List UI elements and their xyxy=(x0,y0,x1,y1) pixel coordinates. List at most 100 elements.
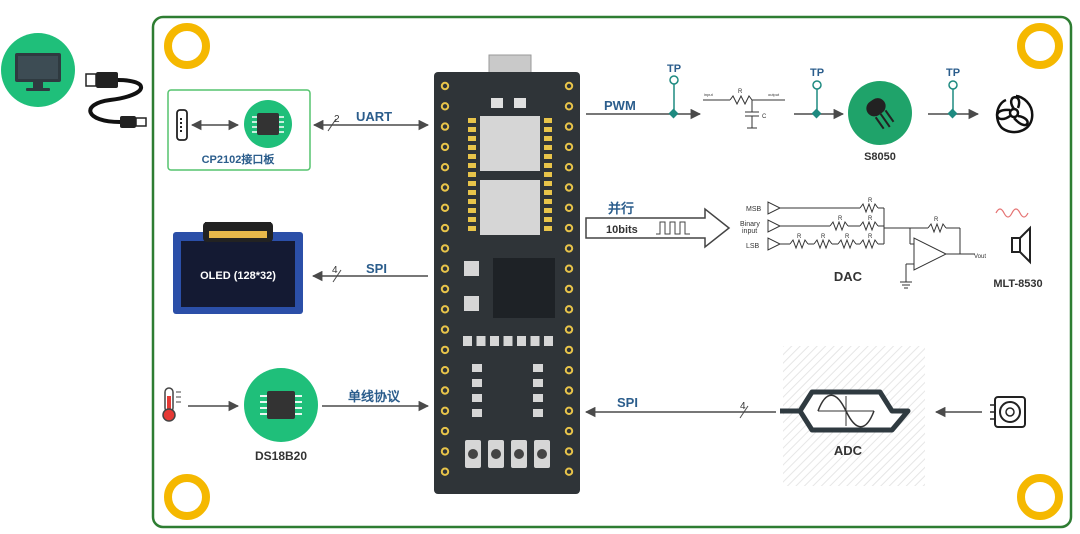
rc-in-label: input xyxy=(704,92,714,97)
tp1-label: TP xyxy=(667,63,681,75)
cp2102-label: CP2102接口板 xyxy=(202,152,276,166)
dac-schematic xyxy=(767,201,975,289)
dac-r-label-2: R xyxy=(838,216,843,222)
header-pin xyxy=(440,406,450,415)
header-pin xyxy=(440,223,450,233)
header-pin xyxy=(440,122,450,131)
uart-width-label: 2 xyxy=(334,114,340,125)
uart-label: UART xyxy=(356,109,392,124)
dac-lsb-label: LSB xyxy=(746,243,760,250)
mcu-board xyxy=(434,54,580,494)
rc-filter xyxy=(703,94,785,129)
ds18b20-label: DS18B20 xyxy=(255,449,307,463)
mounting-hole-tl xyxy=(164,23,210,69)
header-pin xyxy=(564,223,574,233)
onewire-label: 单线协议 xyxy=(348,389,401,404)
dac-label: DAC xyxy=(834,269,863,284)
header-pin xyxy=(440,183,450,192)
header-pin xyxy=(440,426,450,436)
chip-icon xyxy=(244,100,292,148)
board-frame xyxy=(151,15,1073,529)
header-pin xyxy=(564,81,574,91)
header-pin xyxy=(440,386,450,395)
mounting-hole-tr xyxy=(1017,23,1063,69)
parallel-bus-arrow xyxy=(585,207,731,249)
cp2102-board xyxy=(167,89,311,171)
header-pin xyxy=(564,467,574,476)
test-point-2 xyxy=(811,80,822,119)
tp2-label: TP xyxy=(810,67,824,79)
header-pin xyxy=(440,203,450,213)
header-pin xyxy=(564,122,574,131)
header-pin xyxy=(564,183,574,192)
adc-block xyxy=(780,389,911,433)
header-pin xyxy=(564,447,574,456)
ds18b20-chip-icon xyxy=(244,368,318,442)
mounting-hole-bl xyxy=(164,474,210,520)
header-pin xyxy=(564,426,574,436)
header-pin xyxy=(564,264,574,273)
sine-wave-icon xyxy=(817,394,875,428)
header-pin xyxy=(564,142,574,152)
header-pin xyxy=(564,163,574,172)
header-pin xyxy=(564,325,574,334)
dac-r-label-3: R xyxy=(868,216,873,222)
transistor-icon xyxy=(848,81,912,145)
speaker-icon xyxy=(995,208,1031,265)
dac-r-label-1: R xyxy=(868,198,873,204)
adc-label: ADC xyxy=(834,443,863,458)
header-pin xyxy=(564,406,574,415)
rc-r-label: R xyxy=(738,89,743,95)
oled-label: OLED (128*32) xyxy=(200,270,276,282)
tp3-label: TP xyxy=(946,67,960,79)
header-pin xyxy=(440,447,450,456)
header-pin xyxy=(564,284,574,294)
header-pin xyxy=(440,142,450,152)
header-pin xyxy=(440,163,450,172)
header-pin xyxy=(440,81,450,91)
dac-input-label: input xyxy=(742,228,757,235)
header-pin xyxy=(440,244,450,253)
test-point-3 xyxy=(947,80,958,119)
pwm-label: PWM xyxy=(604,98,636,113)
dac-vout-label: Vout xyxy=(974,254,986,260)
header-pin xyxy=(440,325,450,334)
dac-r-label-7: R xyxy=(868,234,873,240)
spi-oled-width: 4 xyxy=(332,265,338,276)
test-point-1 xyxy=(668,75,679,119)
dac-r-label-5: R xyxy=(821,234,826,240)
thermometer-icon xyxy=(162,387,181,422)
header-pin xyxy=(564,345,574,355)
speaker-label: MLT-8530 xyxy=(993,278,1042,290)
usb-cable-icon xyxy=(85,72,147,128)
rc-out-label: output xyxy=(768,92,780,97)
header-pin xyxy=(564,203,574,213)
spi-adc-width: 4 xyxy=(740,401,746,412)
computer-icon xyxy=(1,33,75,107)
dac-binary-label: Binary xyxy=(740,221,760,228)
parallel-label: 并行 xyxy=(608,201,634,216)
dac-r-label-8: R xyxy=(934,217,939,223)
header-pin xyxy=(440,467,450,476)
header-pin xyxy=(440,284,450,294)
header-pin xyxy=(564,386,574,395)
header-pin xyxy=(564,102,574,111)
header-pin xyxy=(440,264,450,273)
bits-label: 10bits xyxy=(606,224,638,236)
spi-adc-label: SPI xyxy=(617,395,638,410)
s8050-label: S8050 xyxy=(864,151,896,163)
rc-c-label: C xyxy=(762,114,767,120)
fan-icon xyxy=(995,94,1034,134)
header-pin xyxy=(564,305,574,314)
potentiometer-icon xyxy=(990,396,1026,428)
spi-oled-label: SPI xyxy=(366,261,387,276)
mounting-hole-br xyxy=(1017,474,1063,520)
dac-r-label-4: R xyxy=(797,234,802,240)
dac-msb-label: MSB xyxy=(746,206,762,213)
oled-display xyxy=(173,222,303,314)
header-pin xyxy=(440,102,450,111)
header-pin xyxy=(440,345,450,355)
dac-r-label-6: R xyxy=(845,234,850,240)
header-pin xyxy=(440,366,450,375)
